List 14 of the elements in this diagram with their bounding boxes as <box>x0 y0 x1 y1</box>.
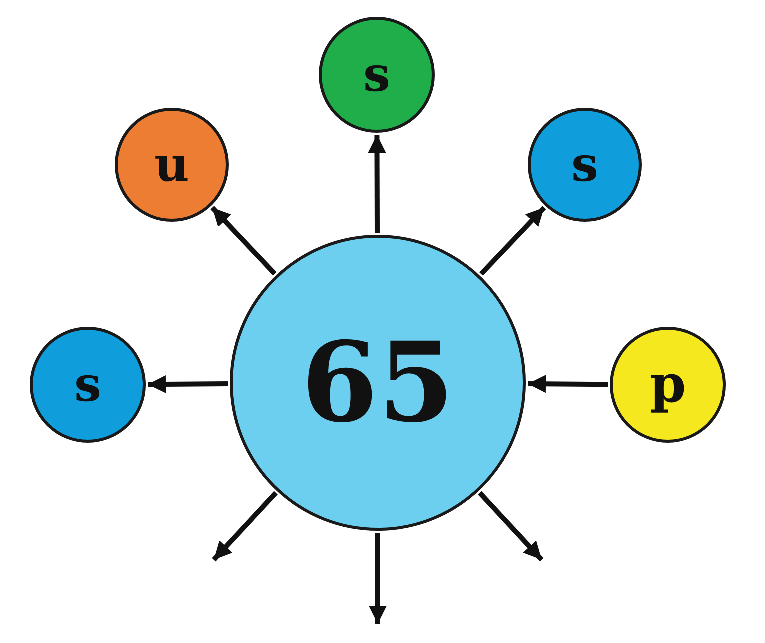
arrow <box>212 491 278 562</box>
node-label: p <box>650 359 686 411</box>
node-label: 65 <box>301 328 455 438</box>
node-label: u <box>154 141 190 189</box>
node-label: s <box>363 51 391 99</box>
arrow <box>478 491 544 562</box>
arrow <box>369 533 387 624</box>
node-label: s <box>74 361 102 409</box>
arrow <box>368 135 386 233</box>
arrow <box>480 206 546 276</box>
node-label: s <box>571 141 599 189</box>
arrow <box>528 375 608 394</box>
arrow <box>148 375 228 394</box>
arrow <box>210 206 277 276</box>
